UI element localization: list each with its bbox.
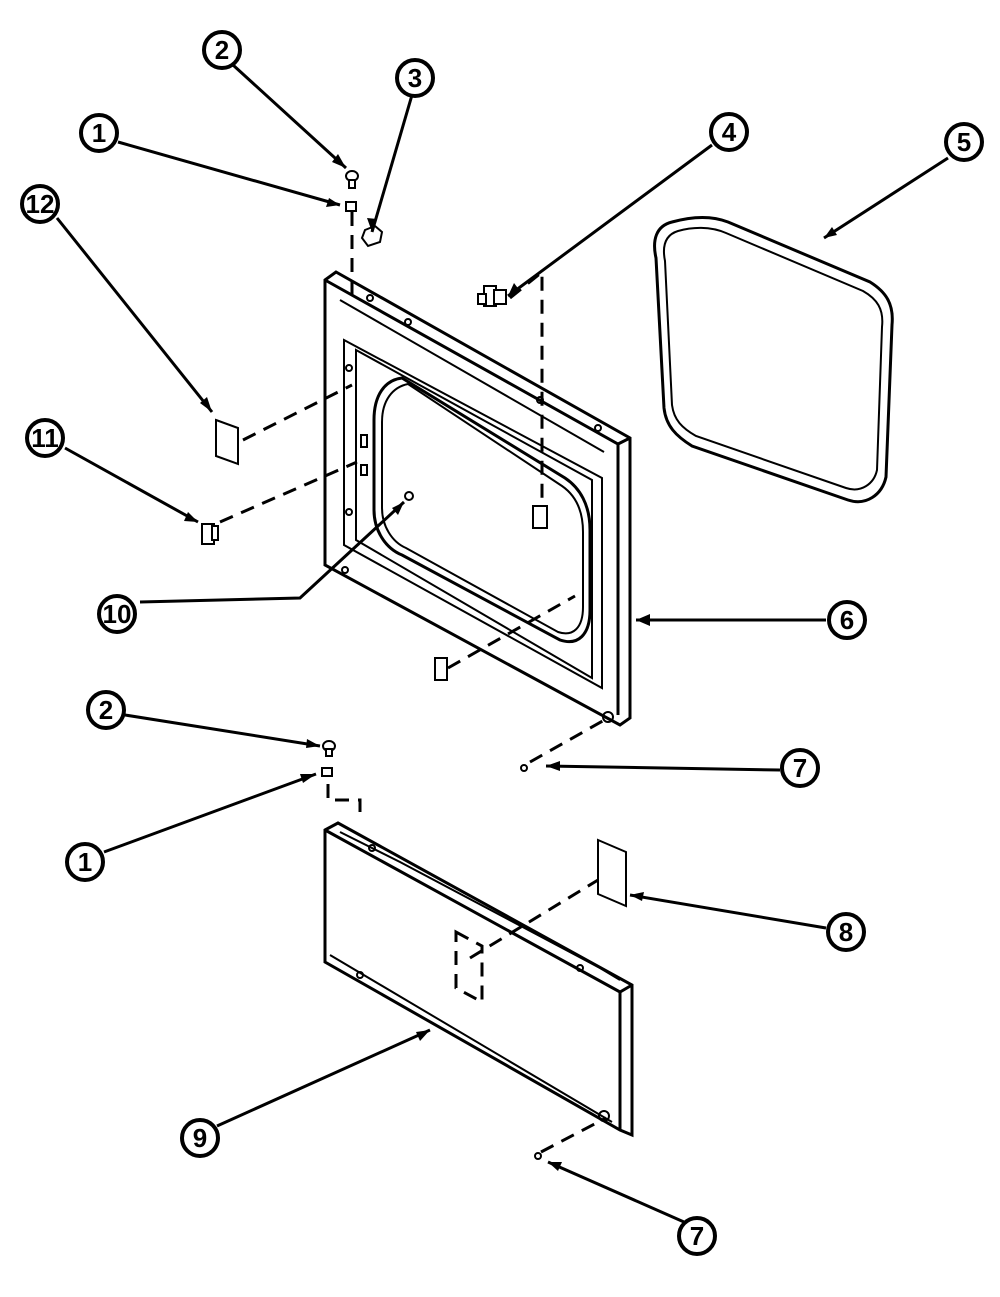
callout-label: 1 bbox=[92, 118, 106, 148]
screw-part-top bbox=[345, 170, 359, 189]
callout-label: 8 bbox=[839, 917, 853, 947]
callout-label: 7 bbox=[690, 1221, 704, 1251]
callout-label: 1 bbox=[78, 847, 92, 877]
assembly-dashed-lines bbox=[219, 212, 609, 1154]
door-gasket-part bbox=[653, 216, 894, 503]
callout-label: 3 bbox=[408, 63, 422, 93]
clip-nut-part-mid bbox=[321, 767, 333, 777]
callout-2-mid: 2 bbox=[86, 690, 126, 730]
door-frame-part bbox=[323, 270, 632, 727]
callout-1-mid: 1 bbox=[65, 842, 105, 882]
callout-label: 5 bbox=[957, 127, 971, 157]
callout-label: 7 bbox=[793, 753, 807, 783]
callout-label: 12 bbox=[26, 189, 55, 219]
callout-12: 12 bbox=[20, 184, 60, 224]
callout-label: 9 bbox=[193, 1123, 207, 1153]
pin-part bbox=[404, 491, 414, 501]
callout-2-top: 2 bbox=[202, 30, 242, 70]
screw-part-mid-left bbox=[322, 740, 336, 757]
callout-1-top: 1 bbox=[79, 113, 119, 153]
callout-11: 11 bbox=[25, 418, 65, 458]
callout-5: 5 bbox=[944, 122, 984, 162]
label-plate-part-right bbox=[597, 838, 627, 908]
callout-7-mid: 7 bbox=[780, 748, 820, 788]
callout-label: 10 bbox=[103, 599, 132, 629]
clip-nut-part-top bbox=[345, 201, 357, 212]
callout-3: 3 bbox=[395, 58, 435, 98]
callout-label: 2 bbox=[215, 35, 229, 65]
screw-part-mid-right bbox=[520, 764, 528, 772]
callout-7-bottom: 7 bbox=[677, 1216, 717, 1256]
label-plate-part-left bbox=[215, 418, 239, 466]
clip-part-left bbox=[201, 523, 219, 545]
callout-label: 11 bbox=[31, 423, 59, 453]
callout-6: 6 bbox=[827, 600, 867, 640]
screw-part-bottom bbox=[534, 1152, 542, 1160]
callout-10: 10 bbox=[97, 594, 137, 634]
callout-label: 4 bbox=[722, 117, 737, 147]
callout-9: 9 bbox=[180, 1118, 220, 1158]
lower-panel-part bbox=[323, 821, 634, 1138]
callout-label: 6 bbox=[840, 605, 854, 635]
clip-part-lower bbox=[434, 657, 448, 681]
latch-strike-part bbox=[477, 285, 507, 307]
callout-8: 8 bbox=[826, 912, 866, 952]
callout-label: 2 bbox=[99, 695, 113, 725]
callout-4: 4 bbox=[709, 112, 749, 152]
leader-lines bbox=[55, 63, 949, 1224]
